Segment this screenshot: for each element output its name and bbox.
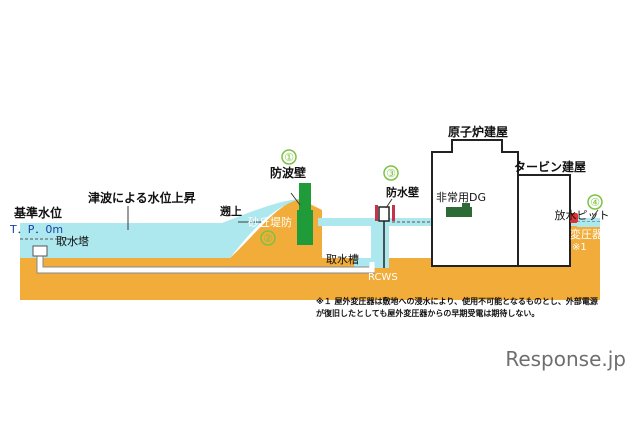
transformer-pad bbox=[577, 222, 600, 227]
intake-pipe bbox=[37, 250, 375, 273]
label-tp: T．P．0m bbox=[9, 223, 63, 236]
leader-watertight bbox=[385, 198, 393, 209]
label-tsunami-rise: 津波による水位上昇 bbox=[88, 190, 196, 205]
label-discharge-pit: 放水ピット bbox=[555, 208, 610, 222]
marker-seawall: ① bbox=[284, 151, 294, 164]
label-reactor-building: 原子炉建屋 bbox=[448, 124, 508, 139]
watertight-wall-box bbox=[378, 206, 390, 222]
watermark: Response.jp bbox=[505, 347, 626, 371]
leader-seawall bbox=[290, 192, 301, 206]
marker-watertight: ③ bbox=[386, 167, 396, 180]
label-rcws: RCWS bbox=[368, 272, 398, 283]
footnote-line2: が復旧したとしても屋外変圧器からの早期受電は期待しない。 bbox=[316, 308, 539, 318]
leader-discharge bbox=[591, 209, 599, 219]
footnote-line1: ※１ 屋外変圧器は敷地への浸水により、使用不可能となるものとし、外部電源 bbox=[316, 296, 598, 306]
marker-sand-dune: ② bbox=[263, 232, 273, 245]
seawall-cap bbox=[297, 210, 313, 245]
label-sand-dune: 砂丘堤防 bbox=[248, 215, 292, 229]
label-emergency-dg: 非常用DG bbox=[436, 191, 486, 204]
label-transformer: 変圧器 bbox=[570, 227, 603, 241]
marker-sand-dune-circle bbox=[260, 230, 276, 246]
marker-watertight-circle bbox=[383, 165, 399, 181]
emergency-dg-detail bbox=[462, 203, 470, 209]
watertight-wall-left bbox=[375, 205, 378, 221]
label-intake-pit: 取水槽 bbox=[326, 253, 359, 266]
turbine-building bbox=[517, 174, 571, 267]
watertight-wall-right bbox=[392, 205, 395, 221]
label-watertight-wall: 防水壁 bbox=[386, 185, 419, 199]
label-transformer-note: ※1 bbox=[572, 242, 587, 253]
marker-seawall-circle bbox=[281, 149, 297, 165]
label-seawall: 防波壁 bbox=[270, 165, 306, 180]
label-runup: 遡上 bbox=[220, 204, 242, 218]
intake-tower bbox=[32, 245, 48, 257]
label-turbine-building: タービン建屋 bbox=[514, 159, 586, 174]
label-reference-level: 基準水位 bbox=[13, 205, 62, 220]
emergency-dg-unit bbox=[446, 207, 472, 217]
sea-water bbox=[20, 199, 300, 258]
marker-discharge-circle bbox=[587, 194, 603, 210]
label-intake-tower: 取水塔 bbox=[56, 235, 89, 248]
marker-discharge: ④ bbox=[590, 196, 600, 209]
discharge-pit-wall bbox=[570, 213, 578, 223]
